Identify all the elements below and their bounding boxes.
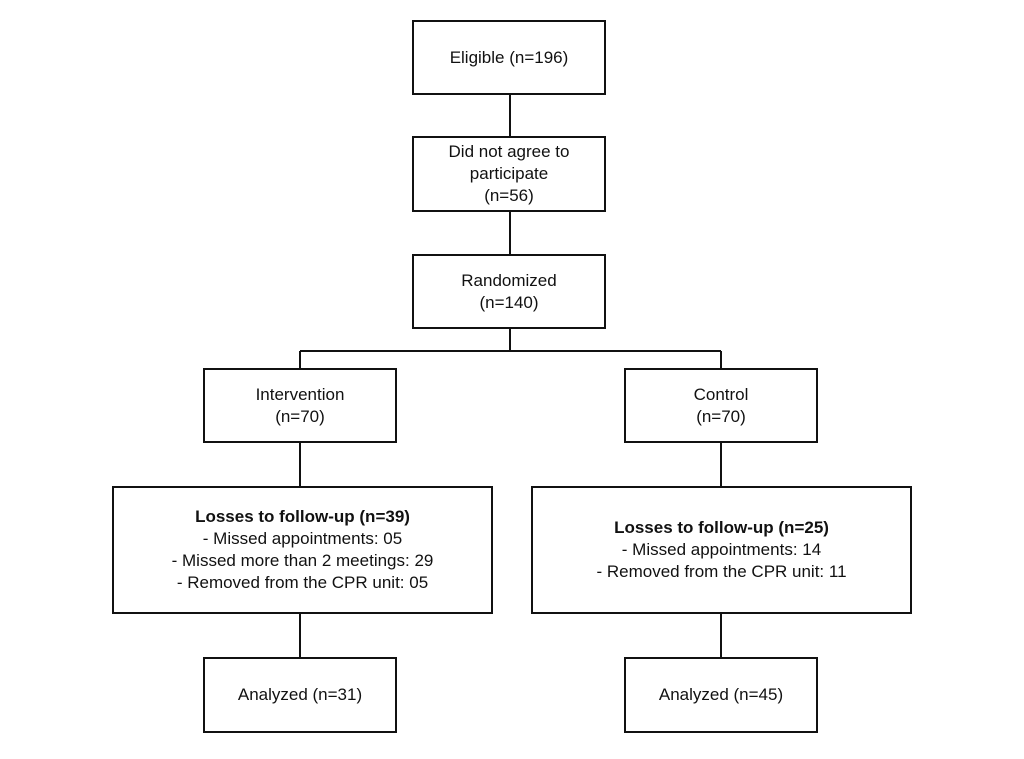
intervention-analyzed-box: Analyzed (n=31) [203,657,397,733]
intervention-losses-title: Losses to follow-up (n=39) [195,507,410,526]
control-losses-item: - Removed from the CPR unit: 11 [596,562,847,581]
randomized-count: (n=140) [479,292,539,312]
randomized-box: Randomized (n=140) [412,254,606,329]
declined-label-line1: Did not agree to [448,142,570,161]
eligible-label: Eligible (n=196) [449,47,569,67]
intervention-label: Intervention [255,384,345,404]
intervention-losses-item: - Removed from the CPR unit: 05 [176,573,429,592]
intervention-arm-box: Intervention (n=70) [203,368,397,443]
control-analyzed-box: Analyzed (n=45) [624,657,818,733]
control-arm-box: Control (n=70) [624,368,818,443]
intervention-losses-item: - Missed more than 2 meetings: 29 [171,551,434,570]
control-label: Control [693,384,749,404]
declined-count: (n=56) [484,186,534,205]
declined-box: Did not agree to participate (n=56) [412,136,606,212]
intervention-count: (n=70) [275,406,325,426]
randomized-label: Randomized [461,270,557,290]
control-losses-title: Losses to follow-up (n=25) [614,518,829,537]
control-count: (n=70) [696,406,746,426]
intervention-losses-box: Losses to follow-up (n=39) - Missed appo… [112,486,493,614]
control-analyzed-label: Analyzed (n=45) [658,685,784,704]
intervention-analyzed-label: Analyzed (n=31) [237,685,363,704]
control-losses-item: - Missed appointments: 14 [621,540,822,559]
declined-label-line2: participate [469,164,549,183]
eligible-box: Eligible (n=196) [412,20,606,95]
intervention-losses-item: - Missed appointments: 05 [202,529,403,548]
control-losses-box: Losses to follow-up (n=25) - Missed appo… [531,486,912,614]
